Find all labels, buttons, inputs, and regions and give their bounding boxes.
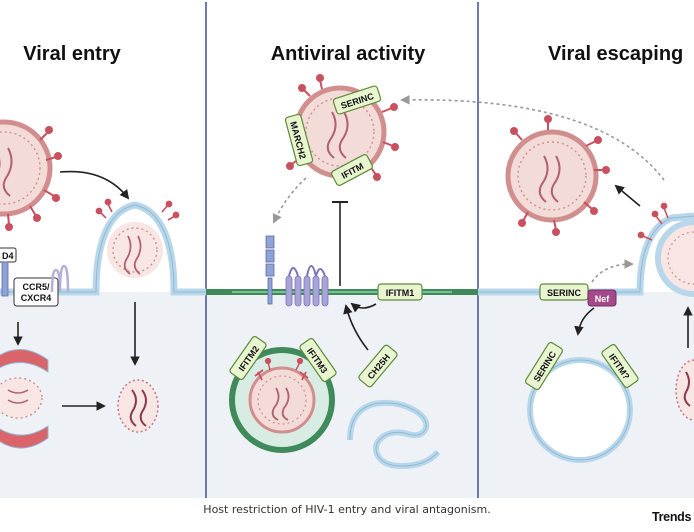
arrow-dashed-serinc-up [591, 259, 634, 283]
ifitm1-tag [377, 283, 423, 301]
figure-caption: Host restriction of HIV-1 entry and vira… [203, 503, 491, 516]
arrow-ifitm1-to-membrane [350, 302, 377, 313]
arrow-dashed-virion-to-cd4 [272, 177, 307, 224]
capsid-released [117, 379, 159, 433]
plasma-membrane-right-outline [478, 215, 694, 293]
arrow-bud-to-escaped [614, 184, 641, 207]
cd4-receptor-middle [265, 235, 275, 305]
arrow-ch25h-to-membrane [343, 304, 369, 351]
arrow-entry-to-fusion [59, 170, 130, 200]
virion-escaped [505, 115, 610, 236]
virion-entry [0, 119, 62, 231]
ccr5-label-box [13, 277, 59, 307]
plasma-membrane-left-outline [0, 204, 206, 293]
endoplasmic-reticulum [347, 399, 441, 470]
serinc-escape-label: SERINC [547, 288, 582, 298]
arrow-dashed-to-escaping [400, 95, 665, 181]
cd4-receptor [1, 261, 9, 297]
nef-tag [587, 289, 617, 307]
march2-tag: MARCH2 [284, 113, 314, 167]
vesicle-escape [527, 357, 633, 463]
coreceptor-protein [50, 264, 70, 293]
capsid-right-partial [675, 359, 694, 421]
virion-fusing [95, 198, 180, 278]
ccr5-label-line1: CCR5/ [22, 282, 50, 292]
cd4-label: D4 [2, 251, 14, 261]
endosome-entry [0, 349, 49, 449]
nef-label: Nef [595, 294, 611, 304]
virion-budding-right [637, 202, 694, 297]
endosome-antiviral [229, 347, 335, 453]
title-viral-escaping: Viral escaping [548, 43, 683, 65]
arrow-serinc-down [574, 307, 595, 336]
title-antiviral-activity: Antiviral activity [271, 43, 426, 65]
ifitm1-label: IFITM1 [386, 288, 415, 298]
title-viral-entry: Viral entry [23, 43, 121, 65]
serinc-top-tag: SERINC [332, 85, 382, 115]
ccr5-label-line2: CXCR4 [21, 293, 52, 303]
ifitm-top-tag: IFITM [331, 154, 373, 186]
journal-brand: Trends in Im [651, 510, 694, 524]
coreceptor-middle [285, 265, 329, 307]
